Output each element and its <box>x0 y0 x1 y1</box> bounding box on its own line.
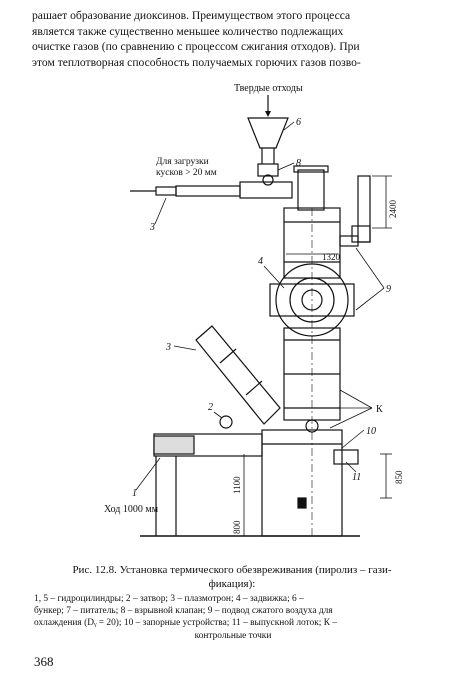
valve-ring <box>262 174 274 186</box>
caption-line: фикация): <box>208 578 256 590</box>
technical-figure: Твердые отходы 6 8 Для загрузки кусков >… <box>0 78 450 558</box>
leader-9 <box>355 287 385 311</box>
figure-caption: Рис. 12.8. Установка термического обезвр… <box>34 563 430 591</box>
leader-6 <box>283 121 295 131</box>
label-num-3a: 3 <box>149 222 155 233</box>
label-num-11: 11 <box>352 472 361 483</box>
leader-4 <box>263 265 285 289</box>
gate-4-hub <box>301 289 323 311</box>
air-nozzle <box>339 235 359 247</box>
leader-8 <box>277 162 295 171</box>
torch-band <box>219 348 237 364</box>
leader-1 <box>135 457 161 491</box>
legend-line: бункер; 7 – питатель; 8 – взрывной клапа… <box>34 606 333 617</box>
chimney <box>297 169 325 211</box>
body-line: этом теплотворная способность получаемых… <box>32 55 361 69</box>
exit-chute-11 <box>333 449 359 465</box>
body-line: рашает образование диоксинов. Преимущест… <box>32 9 351 22</box>
legend-line: 1, 5 – гидроцилиндры; 2 – затвор; 3 – пл… <box>34 594 304 604</box>
label-num-2: 2 <box>208 402 213 413</box>
label-num-10: 10 <box>366 426 376 437</box>
hopper-6 <box>247 117 289 149</box>
leader-10 <box>341 429 365 449</box>
dim-850: 850 <box>394 470 404 484</box>
leader-2 <box>213 411 223 419</box>
loader-cylinder-1 <box>153 435 195 455</box>
label-load-1: Для загрузки <box>156 157 209 167</box>
figure-drawing: Твердые отходы 6 8 Для загрузки кусков >… <box>104 83 404 538</box>
bottom-plug <box>297 497 307 509</box>
feeder-pipe <box>175 185 241 197</box>
label-solid-waste: Твердые отходы <box>234 83 303 94</box>
gate-4-outer <box>275 263 349 337</box>
chimney-cap <box>293 165 329 173</box>
leader-9 <box>355 247 385 289</box>
body-line: является также существенно меньшее колич… <box>32 24 344 38</box>
side-flange <box>351 225 371 243</box>
label-load-2: кусков > 20 мм <box>156 168 217 178</box>
dim-800: 800 <box>232 520 242 534</box>
leader-3a <box>154 197 167 225</box>
label-num-1: 1 <box>132 488 137 499</box>
label-num-9: 9 <box>386 284 391 295</box>
caption-line: Рис. 12.8. Установка термического обезвр… <box>72 564 392 576</box>
label-num-8: 8 <box>296 158 301 169</box>
gate-4-body <box>269 283 355 317</box>
hydraulic-cylinder-5 <box>155 186 177 196</box>
feed-arrow-head <box>265 111 271 117</box>
label-num-3b: 3 <box>165 342 171 353</box>
inspection-port <box>305 419 319 433</box>
shutter-2 <box>219 415 233 429</box>
leader-k <box>329 407 373 429</box>
explosion-valve-8 <box>257 163 279 177</box>
side-pipe <box>357 175 371 243</box>
label-control-points: К <box>376 404 383 415</box>
dim-1100: 1100 <box>232 476 242 494</box>
page-number: 368 <box>34 654 54 669</box>
label-num-6: 6 <box>296 117 301 128</box>
legend-line: контрольные точки <box>194 630 272 641</box>
plasma-torch-3 <box>195 325 281 425</box>
body-paragraph: рашает образование диоксинов. Преимущест… <box>32 8 432 70</box>
legend-line: охлаждения (Dᵧ = 20); 10 – запорные устр… <box>34 618 338 629</box>
dim-2400: 2400 <box>388 200 398 219</box>
body-line: очистке газов (по сравнению с процессом … <box>32 40 360 54</box>
torch-band <box>245 380 263 396</box>
dim-1320: 1320 <box>322 252 341 262</box>
label-stroke: Ход 1000 мм <box>104 504 159 515</box>
leader-11 <box>345 461 357 473</box>
figure-legend: 1, 5 – гидроцилиндры; 2 – затвор; 3 – пл… <box>34 593 432 642</box>
leader-k <box>339 389 373 409</box>
lower-reactor <box>261 429 343 537</box>
leader-3b <box>173 345 197 351</box>
gate-4-ring <box>289 277 335 323</box>
label-num-4: 4 <box>258 256 263 267</box>
